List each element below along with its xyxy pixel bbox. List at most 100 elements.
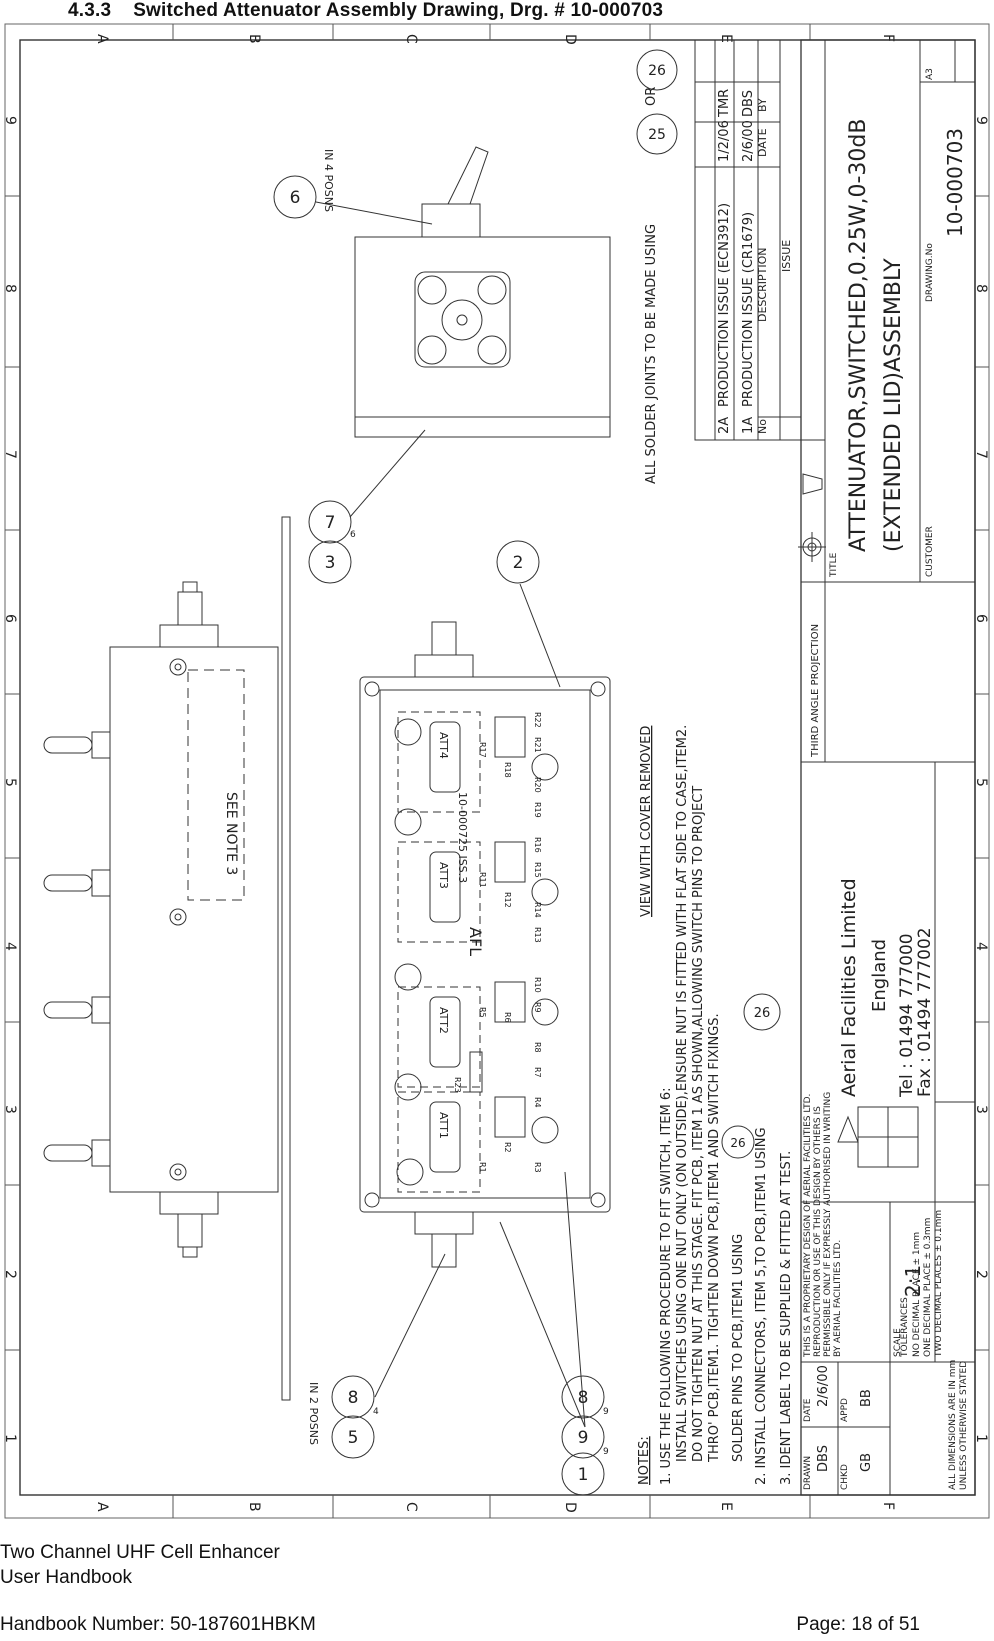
notes-block: NOTES: 1. USE THE FOLLOWING PROCEDURE TO… <box>637 725 794 1485</box>
section-heading: 4.3.3 Switched Attenuator Assembly Drawi… <box>68 0 663 22</box>
quantity-mark: 9 <box>603 1407 609 1417</box>
resistor-label: R3 <box>533 1162 542 1173</box>
resistor-label: R16 <box>533 837 542 853</box>
zone-number: 5 <box>2 778 18 787</box>
approved-by: BB <box>859 1389 874 1407</box>
revision-description: PRODUCTION ISSUE (ECN3912) <box>717 203 732 407</box>
switch-toggles <box>43 731 111 1167</box>
note-line: 1. USE THE FOLLOWING PROCEDURE TO FIT SW… <box>659 1087 674 1485</box>
resistor-pads <box>469 716 526 1138</box>
solder-note: ALL SOLDER JOINTS TO BE MADE USING 25 OR… <box>636 49 678 484</box>
solder-note-text: ALL SOLDER JOINTS TO BE MADE USING <box>644 224 659 484</box>
zone-number: 1 <box>973 1434 989 1443</box>
balloon-number: 8 <box>578 1388 589 1408</box>
drawn-label: DRAWN <box>803 1456 813 1490</box>
balloon <box>331 1375 375 1419</box>
section-number: 4.3.3 <box>68 0 112 21</box>
tolerance-line: NO DECIMAL PLACE ± 1mm <box>912 1232 922 1357</box>
title-block: THIRD ANGLE PROJECTION TITLE CUSTOMER DR… <box>798 39 976 1496</box>
resistor-label: R19 <box>533 802 542 818</box>
balloon <box>561 1415 605 1459</box>
resistor-label: R6 <box>503 1012 512 1023</box>
note-line: INSTALL SWITCHES USING ONE NUT ONLY (ON … <box>675 725 690 1462</box>
zone-letter: C <box>403 34 419 44</box>
balloon-number: 7 <box>325 513 336 533</box>
revision-table: No DESCRIPTION DATE BY ISSUE 2A PRODUCTI… <box>694 39 802 441</box>
zone-letter: A <box>94 34 110 44</box>
zone-number: 2 <box>973 1270 989 1279</box>
zone-number: 4 <box>973 942 989 951</box>
att-label: ATT2 <box>437 1007 450 1034</box>
pcb-part-label: 10-000725 ISS.3 <box>456 792 469 883</box>
title-label: TITLE <box>829 552 839 578</box>
drawing-number: 10-000703 <box>943 128 967 237</box>
note-line: 2. INSTALL CONNECTORS, ITEM 5,TO PCB,ITE… <box>754 1127 769 1485</box>
zone-number: 1 <box>2 1434 18 1443</box>
zone-number: 7 <box>2 450 18 459</box>
quantity-mark: 4 <box>373 1407 379 1417</box>
see-note-label: SEE NOTE 3 <box>223 792 239 875</box>
enclosure-side-view: SEE NOTE 3 <box>43 516 291 1401</box>
balloon <box>636 113 678 155</box>
proprietary-line: BY AERIAL FACILITIES LTD. <box>833 1240 843 1357</box>
dimensions-note: ALL DIMENSIONS ARE IN mm <box>948 1360 958 1490</box>
resistor-label: R22 <box>533 712 542 728</box>
pcb-board <box>379 689 591 1199</box>
footer-page-number: Page: 18 of 51 <box>796 1614 920 1635</box>
switch-housing-end <box>354 236 611 438</box>
zone-number: 8 <box>2 284 18 293</box>
att-label: ATT4 <box>437 732 450 759</box>
afl-mark: AFL <box>466 927 485 956</box>
balloon <box>721 1125 755 1159</box>
scale-label: SCALE <box>893 1328 903 1357</box>
customer-label: CUSTOMER <box>925 526 935 577</box>
section-title: Switched Attenuator Assembly Drawing, Dr… <box>133 0 664 21</box>
note-line: 3. IDENT LABEL TO BE SUPPLIED & FITTED A… <box>779 1151 794 1485</box>
zone-number: 4 <box>2 942 18 951</box>
resistor-label: R15 <box>533 862 542 878</box>
revision-col-header: DESCRIPTION <box>756 248 769 322</box>
zone-letter: D <box>562 34 578 45</box>
balloon <box>273 175 317 219</box>
solder-or-text: OR <box>644 87 659 106</box>
company-country: England <box>869 939 890 1012</box>
company-tel: Tel : 01494 777000 <box>897 933 917 1098</box>
balloon <box>308 540 352 584</box>
switch-lever <box>447 146 489 205</box>
zone-numbers-right: 1 2 3 4 5 6 7 8 9 <box>973 116 989 1443</box>
revision-date: 1/2/06 <box>717 120 732 162</box>
zone-letter: B <box>246 1502 262 1512</box>
drawn-date: 2/6/00 <box>816 1365 831 1407</box>
balloon-number: 26 <box>648 63 666 79</box>
balloon-number: 5 <box>348 1428 359 1448</box>
footer-document: User Handbook <box>0 1567 133 1588</box>
view-label: VIEW WITH COVER REMOVED <box>639 726 654 917</box>
revision-by: DBS <box>741 90 756 117</box>
zone-number: 6 <box>973 614 989 623</box>
in-4-posns-label: IN 4 POSNS <box>322 149 335 212</box>
zone-number: 9 <box>2 116 18 125</box>
zone-number: 9 <box>973 116 989 125</box>
tolerance-line: TWO DECIMAL PLACES ± 0.1mm <box>934 1210 944 1358</box>
proprietary-line: PERMISSIBLE ONLY IF EXPRESSLY AUTHORISED… <box>823 1092 833 1357</box>
balloon-number: 1 <box>578 1465 589 1485</box>
connector-top <box>159 624 219 648</box>
balloon-number: 8 <box>348 1388 359 1408</box>
zone-letter: E <box>718 1502 734 1511</box>
resistor-labels: R1 R2 R3 R4 R5 R6 R7 R8 R9 R10 R11 R12 R… <box>453 712 542 1173</box>
tolerances-label: TOLERANCES <box>900 1297 910 1358</box>
chkd-label: CHKD <box>840 1464 850 1490</box>
company-name: Aerial Facilities Limited <box>838 878 860 1097</box>
balloon-number: 25 <box>648 127 666 143</box>
zone-number: 2 <box>2 1270 18 1279</box>
note-line: SOLDER PINS TO PCB,ITEM1 USING <box>731 1234 746 1462</box>
revision-col-header: DATE <box>756 128 769 157</box>
zone-letter: F <box>880 1502 896 1510</box>
assembly-drawing: A B C D E F A B C D E F 1 2 3 4 5 6 7 8 … <box>0 22 994 1520</box>
company-logo-icon <box>837 1106 919 1168</box>
zone-numbers-left: 1 2 3 4 5 6 7 8 9 <box>2 116 18 1443</box>
connector-bottom <box>159 1191 219 1215</box>
balloon <box>636 49 678 91</box>
balloon <box>561 1375 605 1419</box>
zone-letter: C <box>403 1502 419 1512</box>
